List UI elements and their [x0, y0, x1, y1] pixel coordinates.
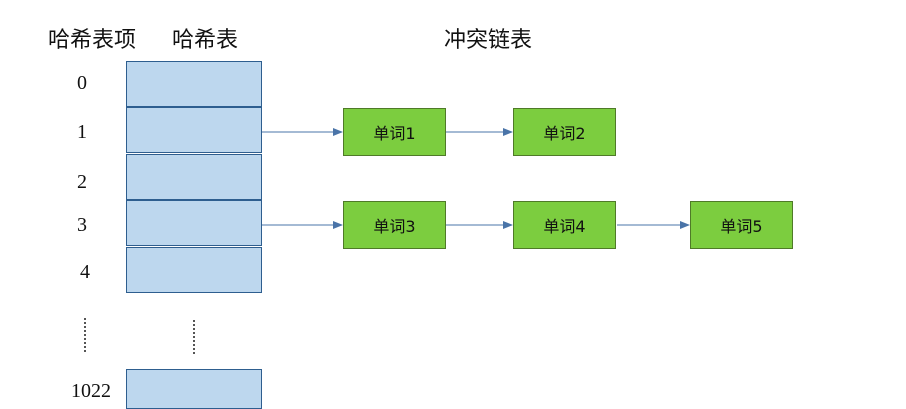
- hash-slot-4: [126, 247, 262, 293]
- word-node-3: 单词3: [343, 201, 446, 249]
- header-collision-chain: 冲突链表: [444, 28, 533, 53]
- header-hash-entry: 哈希表项: [48, 28, 137, 53]
- hash-slot-0: [126, 61, 262, 107]
- hash-slot-2: [126, 154, 262, 200]
- index-label-4: 4: [80, 261, 90, 283]
- header-hash-table: 哈希表: [172, 28, 239, 53]
- word-node-2: 单词2: [513, 108, 616, 156]
- hash-slot-1: [126, 107, 262, 153]
- hash-slot-3: [126, 200, 262, 246]
- word-node-1: 单词1: [343, 108, 446, 156]
- index-label-0: 0: [77, 72, 87, 94]
- index-label-2: 2: [77, 171, 87, 193]
- index-label-1: 1: [77, 121, 87, 143]
- table-ellipsis: [193, 320, 197, 354]
- index-label-1022: 1022: [71, 380, 111, 402]
- chain-arrows: [262, 128, 690, 229]
- index-label-3: 3: [77, 214, 87, 236]
- word-node-4: 单词4: [513, 201, 616, 249]
- word-node-5: 单词5: [690, 201, 793, 249]
- index-ellipsis: [84, 318, 88, 352]
